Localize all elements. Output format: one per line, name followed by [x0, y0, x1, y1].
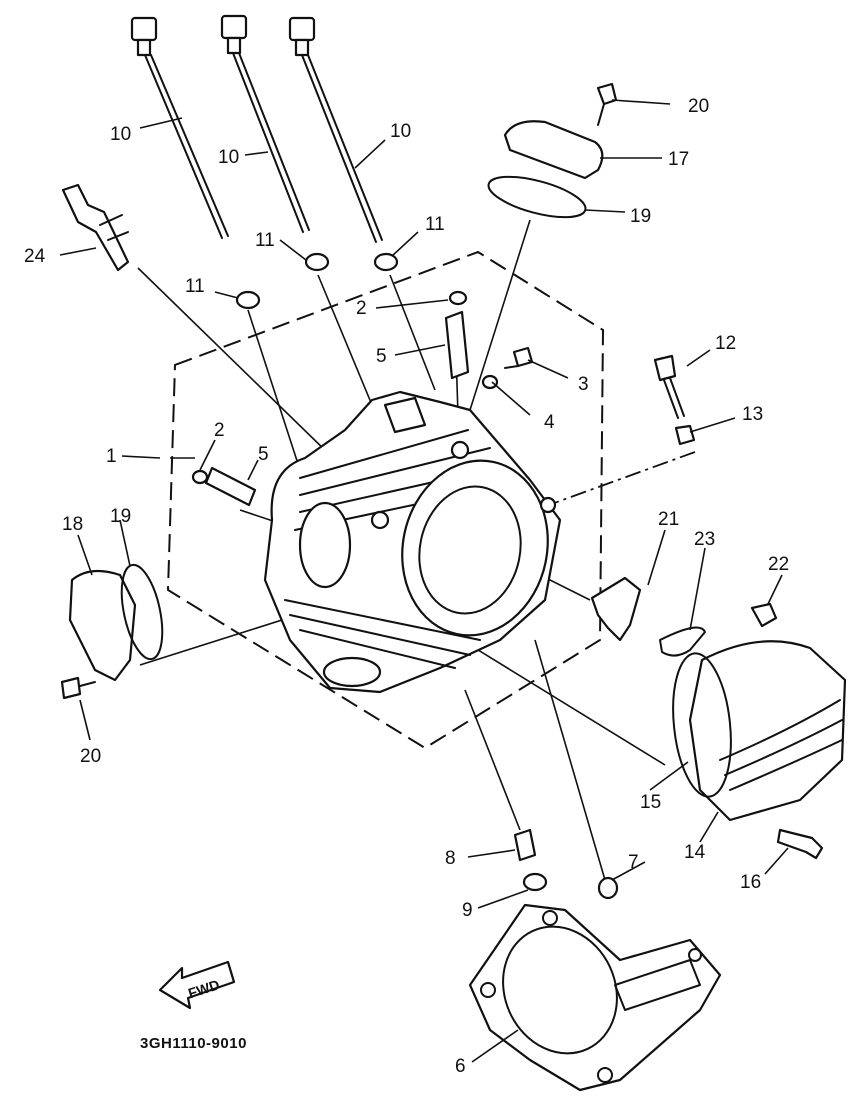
screw [750, 602, 778, 628]
callout-19: 19 [110, 506, 131, 527]
callout-20: 20 [80, 746, 101, 767]
callout-18: 18 [62, 514, 83, 535]
callout-17: 17 [668, 149, 689, 170]
callout-9: 9 [462, 900, 473, 921]
washer [481, 374, 499, 390]
callout-1: 1 [106, 446, 117, 467]
callouts: 20 17 19 10 10 10 11 11 11 24 2 5 3 4 12… [24, 96, 789, 1077]
dowel-pin [513, 828, 537, 862]
callout-14: 14 [684, 842, 706, 863]
o-ring [522, 872, 548, 892]
head-bolt [220, 14, 310, 233]
head-bolt [130, 16, 229, 239]
spark-plug [61, 183, 130, 272]
callout-12: 12 [715, 333, 736, 354]
callout-22: 22 [768, 554, 789, 575]
callout-15: 15 [640, 792, 661, 813]
clip [448, 290, 468, 306]
callout-16: 16 [740, 872, 761, 893]
tappet-cover-top [487, 82, 618, 219]
washer [235, 290, 261, 310]
head-gasket [468, 903, 722, 1092]
callout-5: 5 [376, 346, 387, 367]
washer [373, 252, 399, 272]
callout-11: 11 [255, 230, 275, 251]
callout-10: 10 [390, 121, 411, 142]
callout-4: 4 [544, 412, 555, 433]
forward-direction-arrow: FWD [158, 960, 236, 1010]
diagram-code: 3GH1110-9010 [140, 1035, 247, 1052]
head-cover [672, 640, 847, 860]
callout-8: 8 [445, 848, 456, 869]
callout-leaders [59, 99, 789, 1063]
callout-10: 10 [218, 147, 239, 168]
callout-13: 13 [742, 404, 763, 425]
side-cover-left [60, 563, 164, 700]
callout-20: 20 [688, 96, 709, 117]
o-ring [120, 563, 164, 661]
callout-19: 19 [630, 206, 651, 227]
callout-2: 2 [214, 420, 225, 441]
bracket [590, 576, 642, 642]
cylinder-head [263, 390, 562, 694]
clip [191, 469, 209, 485]
valve-guide [204, 466, 257, 507]
bolt [653, 354, 677, 382]
callout-6: 6 [455, 1056, 466, 1077]
bolt [512, 346, 534, 368]
assembly-boundary [166, 250, 605, 750]
callout-21: 21 [658, 509, 679, 530]
washer [674, 424, 696, 446]
head-bolt [288, 16, 383, 243]
callout-11: 11 [185, 276, 205, 297]
callout-23: 23 [694, 529, 715, 550]
callout-7: 7 [628, 852, 639, 873]
o-ring [487, 175, 587, 219]
callout-24: 24 [24, 246, 46, 267]
valve-guide [444, 310, 470, 380]
plate [659, 626, 706, 657]
gasket-ring [672, 652, 732, 798]
dowel-pin [597, 876, 619, 900]
callout-3: 3 [578, 374, 589, 395]
callout-2: 2 [356, 298, 367, 319]
callout-5: 5 [258, 444, 269, 465]
washer [304, 252, 330, 272]
callout-11: 11 [425, 214, 445, 235]
callout-10: 10 [110, 124, 131, 145]
